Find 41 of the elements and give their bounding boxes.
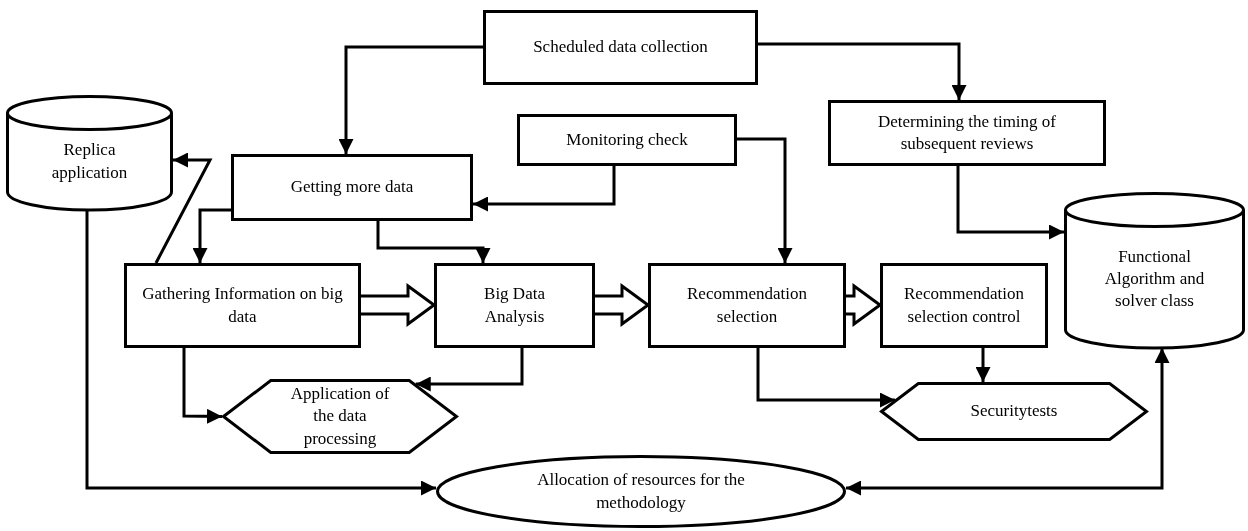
node-label: Replica application (50, 139, 129, 184)
arrow (338, 45, 483, 154)
arrow (154, 152, 213, 264)
hexagon-shape (880, 382, 1148, 441)
process-box (483, 10, 758, 85)
process-box (124, 263, 361, 348)
arrow (956, 166, 1064, 240)
block-arrow (359, 283, 437, 327)
process-box (828, 100, 1106, 166)
node-label: Application of the data processing (289, 383, 391, 450)
arrow (182, 348, 223, 424)
arrow (192, 208, 231, 263)
node-label: Functional Algorithm and solver class (1103, 245, 1206, 313)
process-box (434, 263, 595, 348)
arrow (85, 210, 436, 496)
hexagon-shape (222, 379, 458, 454)
node-label: Gathering Information on big data (141, 283, 344, 328)
process-box (517, 114, 737, 166)
node-label: Securitytests (969, 400, 1059, 423)
block-arrow (844, 283, 883, 327)
node-label: Monitoring check (565, 128, 689, 151)
arrow (756, 348, 895, 408)
ellipse-shape (436, 455, 846, 528)
arrow (376, 221, 491, 263)
arrow (975, 348, 991, 382)
process-box (231, 154, 473, 221)
arrow (846, 348, 1170, 496)
node-label: Determining the timing of subsequent reviews (877, 110, 1057, 155)
node-label: Recommendation selection control (903, 283, 1025, 328)
node-label: Recommendation selection (686, 283, 808, 328)
node-label: Allocation of resources for the methodology (536, 469, 746, 514)
node-label: Big Data Analysis (483, 283, 546, 328)
block-arrow (593, 283, 651, 327)
arrow (415, 348, 524, 392)
arrow (758, 42, 967, 100)
node-label: Scheduled data collection (532, 36, 709, 59)
process-box (648, 263, 846, 348)
arrow (473, 166, 616, 212)
node-label: Getting more data (289, 176, 415, 199)
arrow (737, 137, 793, 263)
process-box (880, 263, 1048, 348)
